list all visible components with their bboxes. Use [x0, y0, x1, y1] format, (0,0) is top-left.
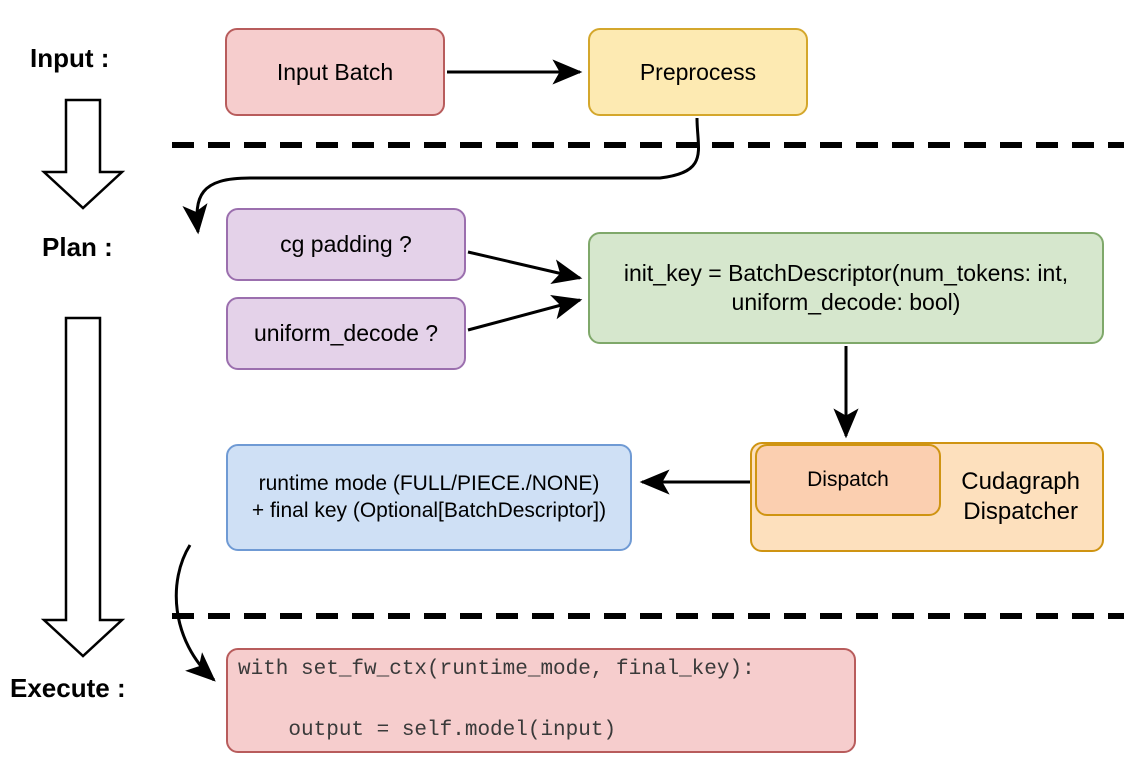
edge-preprocess-to-plan [182, 117, 701, 235]
stage-label-plan: Plan : [42, 232, 113, 262]
node-code-block[interactable]: with set_fw_ctx(runtime_mode, final_key)… [226, 648, 856, 753]
plan-to-execute-block-arrow [40, 316, 126, 658]
stage-label-execute: Execute : [10, 673, 126, 703]
node-init-key-batchdescriptor[interactable]: init_key = BatchDescriptor(num_tokens: i… [588, 232, 1104, 344]
node-uniform-decode[interactable]: uniform_decode ? [226, 297, 466, 370]
input-to-plan-block-arrow [40, 98, 126, 210]
stage-label-input: Input : [30, 43, 110, 73]
edge-runtime-to-code [174, 544, 216, 682]
node-dispatch[interactable]: Dispatch [755, 444, 941, 516]
code-line-1: with set_fw_ctx(runtime_mode, final_key)… [238, 657, 755, 681]
node-cg-padding[interactable]: cg padding ? [226, 208, 466, 281]
edge-uniform-to-initkey [467, 294, 583, 332]
node-preprocess[interactable]: Preprocess [588, 28, 808, 116]
code-line-2: output = self.model(input) [238, 718, 617, 742]
node-input-batch[interactable]: Input Batch [225, 28, 445, 116]
edge-cg-padding-to-initkey [467, 250, 583, 285]
node-runtime-mode-final-key[interactable]: runtime mode (FULL/PIECE./NONE) + final … [226, 444, 632, 551]
